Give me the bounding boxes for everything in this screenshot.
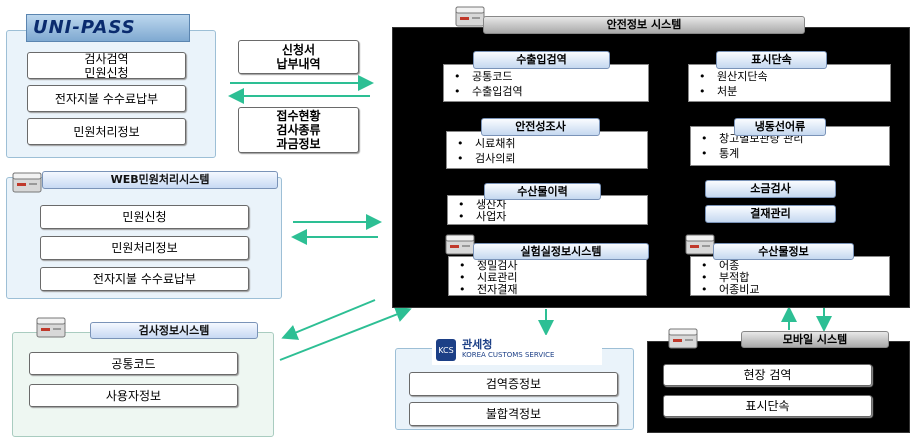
web-item-application[interactable]: 민원신청 (40, 205, 249, 229)
approval-management-button[interactable]: 결재관리 (705, 205, 836, 223)
server-icon (36, 317, 66, 338)
list-item[interactable]: 어종비교 (701, 284, 889, 296)
module-title-safety-survey[interactable]: 안전성조사 (481, 118, 600, 136)
web-item-process-info[interactable]: 민원처리정보 (40, 236, 249, 260)
module-title-seafood-traceability[interactable]: 수산물이력 (484, 183, 601, 200)
unipass-item-payment[interactable]: 전자지불 수수료납부 (27, 85, 186, 112)
mobile-system-title: 모바일 시스템 (741, 331, 889, 348)
label-application-payment: 신청서 납부내역 (238, 40, 359, 74)
module-label-enforcement: 원산지단속 처분 (688, 64, 891, 102)
module-title-lab-info-system[interactable]: 실험실정보시스템 (473, 243, 649, 260)
inspection-system-title: 검사정보시스템 (90, 322, 258, 339)
server-icon (12, 172, 42, 193)
list-item[interactable]: 사업자 (458, 211, 647, 223)
unipass-item-inspection[interactable]: 검사검역 민원신청 (27, 52, 186, 80)
web-item-payment[interactable]: 전자지불 수수료납부 (40, 267, 249, 291)
server-icon (455, 6, 485, 27)
list-item[interactable]: 원산지단속 (699, 69, 890, 84)
safety-system-title: 안전정보 시스템 (483, 16, 805, 34)
server-icon (445, 234, 475, 255)
salt-inspection-button[interactable]: 소금검사 (705, 180, 836, 198)
list-item[interactable]: 통계 (701, 146, 889, 161)
inspection-item-user-info[interactable]: 사용자정보 (29, 384, 238, 407)
module-title-frozen-fish[interactable]: 냉동선어류 (734, 118, 826, 136)
customs-item-quarantine-cert[interactable]: 검역증정보 (409, 372, 618, 396)
list-item[interactable]: 부적합 (701, 272, 889, 284)
customs-logo-icon: KCS (436, 339, 456, 361)
customs-logo-sub: KOREA CUSTOMS SERVICE (462, 351, 555, 359)
module-lab-info-system: 정밀검사 시료관리 전자결재 (448, 256, 647, 296)
label-receipt-inspection-billing: 접수현황 검사종류 과금정보 (238, 107, 359, 153)
unipass-logo: UNI-PASS (26, 14, 190, 42)
server-icon (668, 328, 698, 349)
inspection-item-common-code[interactable]: 공통코드 (29, 352, 238, 375)
list-item[interactable]: 수출입검역 (454, 84, 648, 99)
list-item[interactable]: 시료관리 (459, 272, 646, 284)
mobile-item-field-quarantine[interactable]: 현장 검역 (663, 364, 872, 386)
list-item[interactable]: 처분 (699, 84, 890, 99)
module-title-label-enforcement[interactable]: 표시단속 (716, 51, 827, 69)
module-safety-survey: 시료채취 검사의뢰 (446, 131, 648, 169)
list-item[interactable]: 생산자 (458, 199, 647, 211)
arrow-safety-to-inspection (281, 299, 376, 340)
arrow-inspection-to-safety (279, 306, 412, 361)
list-item[interactable]: 검사의뢰 (457, 151, 647, 166)
module-import-export-quarantine: 공통코드 수출입검역 (443, 64, 649, 102)
list-item[interactable]: 정밀검사 (459, 260, 646, 272)
customs-logo-main: 관세청 (462, 338, 493, 351)
list-item[interactable]: 전자결재 (459, 284, 646, 296)
module-title-import-export-quarantine[interactable]: 수출입검역 (473, 51, 610, 69)
module-seafood-info: 어종 부적합 어종비교 (690, 256, 890, 296)
customs-item-rejection-info[interactable]: 불합격정보 (409, 402, 618, 426)
web-system-title: WEB민원처리시스템 (42, 171, 278, 189)
customs-logo: KCS 관세청 KOREA CUSTOMS SERVICE (432, 335, 602, 365)
mobile-system-panel (647, 341, 910, 433)
list-item[interactable]: 공통코드 (454, 69, 648, 84)
list-item[interactable]: 시료채취 (457, 136, 647, 151)
mobile-item-label-enforcement[interactable]: 표시단속 (663, 395, 872, 417)
list-item[interactable]: 어종 (701, 260, 889, 272)
unipass-item-process-info[interactable]: 민원처리정보 (27, 118, 186, 145)
server-icon (685, 234, 715, 255)
module-title-seafood-info[interactable]: 수산물정보 (713, 243, 854, 260)
